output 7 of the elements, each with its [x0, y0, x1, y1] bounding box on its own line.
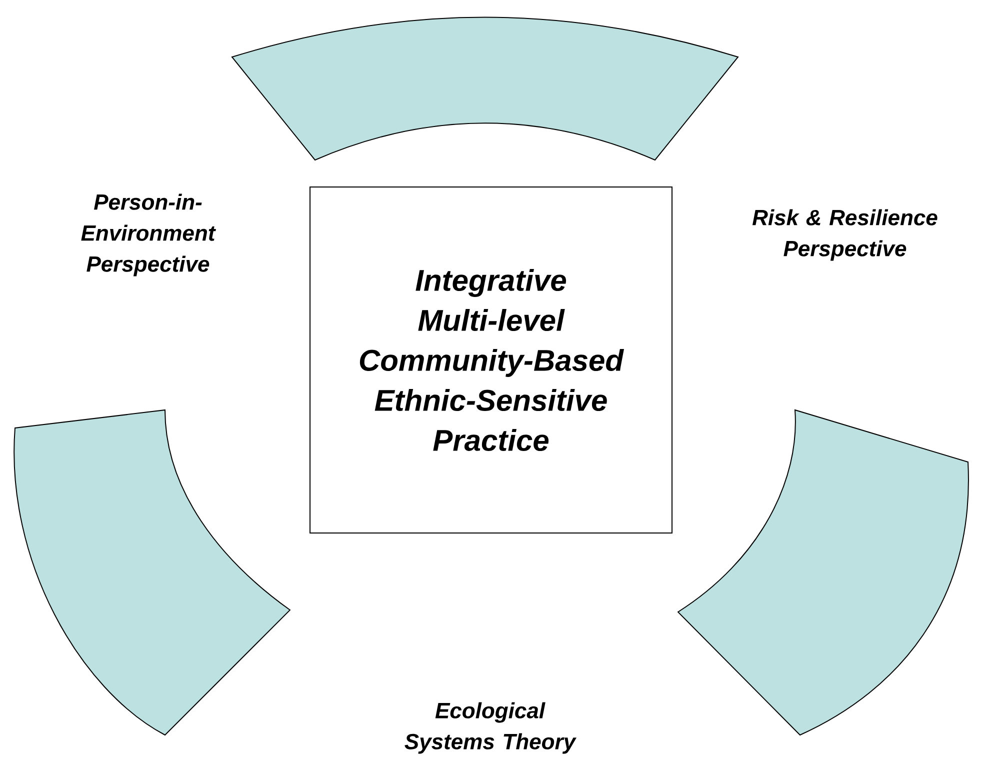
arc-band [14, 410, 290, 736]
arc-band [678, 410, 969, 736]
arc-band [232, 16, 738, 160]
perspective-label: Ecological Systems Theory [404, 702, 576, 754]
text-box: Integrative Multi-level Community-Based Ethnic-Sensitive Practice [310, 186, 672, 534]
perspective-label: Risk & Resilience Perspective [752, 209, 938, 261]
perspective-label: Person-in-Environment Perspective [81, 194, 216, 276]
